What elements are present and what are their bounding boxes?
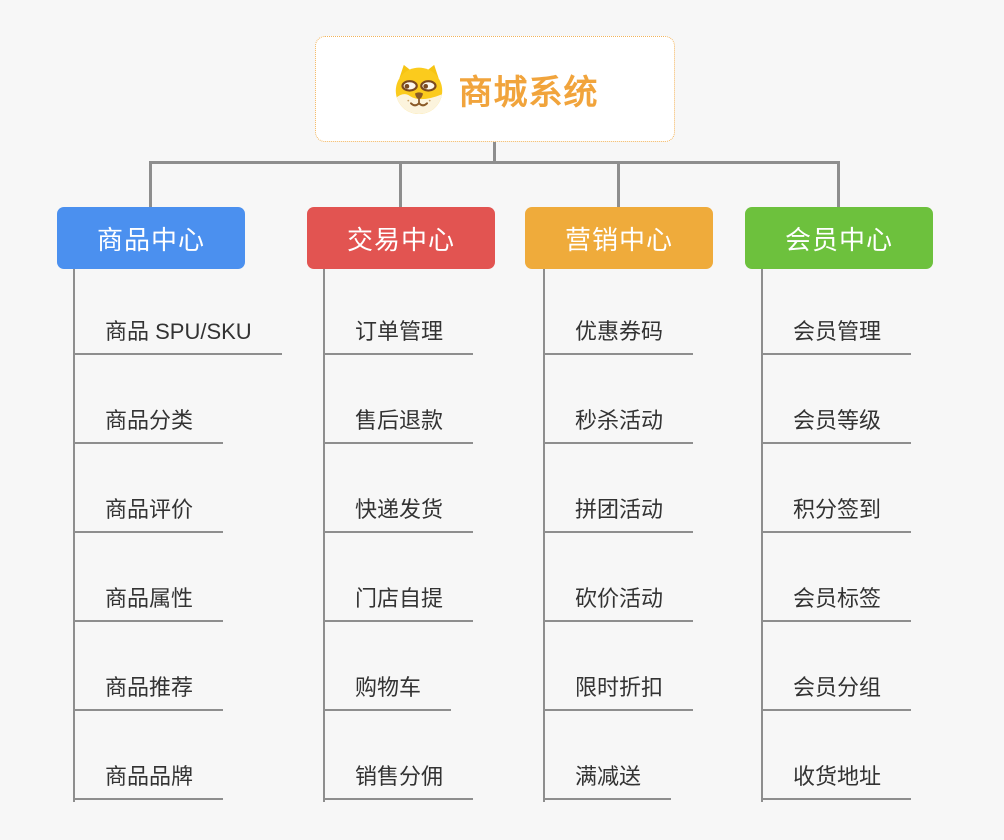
leaf-node[interactable]: 购物车 [323,673,452,711]
leaf-node[interactable]: 快递发货 [323,495,474,533]
leaf-node[interactable]: 商品 SPU/SKU [73,317,282,355]
spine-product-center [73,269,75,802]
leaf-node[interactable]: 拼团活动 [543,495,694,533]
root-node-mall-system[interactable]: 商城系统 [315,36,675,142]
leaf-node[interactable]: 门店自提 [323,584,474,622]
connector-drop-2 [399,163,402,207]
leaf-node[interactable]: 限时折扣 [543,673,694,711]
branch-node-product-center[interactable]: 商品中心 [57,207,245,269]
leaf-node[interactable]: 积分签到 [761,495,912,533]
leaf-node[interactable]: 收货地址 [761,762,912,800]
leaf-node[interactable]: 商品推荐 [73,673,224,711]
leaf-node[interactable]: 优惠券码 [543,317,694,355]
connector-drop-1 [149,163,152,207]
leaf-node[interactable]: 商品属性 [73,584,224,622]
root-title: 商城系统 [458,73,599,112]
spine-trade-center [323,269,325,802]
leaf-node[interactable]: 商品分类 [73,406,224,444]
leaf-node[interactable]: 商品评价 [73,495,224,533]
branch-node-member-center[interactable]: 会员中心 [745,207,933,269]
leaf-node[interactable]: 售后退款 [323,406,474,444]
spine-member-center [761,269,763,802]
connector-root-stub [493,142,496,163]
branch-node-trade-center[interactable]: 交易中心 [307,207,495,269]
leaf-node[interactable]: 商品品牌 [73,762,224,800]
leaf-node[interactable]: 订单管理 [323,317,474,355]
leaf-node[interactable]: 销售分佣 [323,762,474,800]
spine-marketing-center [543,269,545,802]
branch-node-marketing-center[interactable]: 营销中心 [525,207,713,269]
leaf-node[interactable]: 会员管理 [761,317,912,355]
leaf-node[interactable]: 会员等级 [761,406,912,444]
leaf-node[interactable]: 砍价活动 [543,584,694,622]
connector-drop-3 [617,163,620,207]
connector-horizontal-bar [149,161,840,164]
connector-drop-4 [837,163,840,207]
leaf-node[interactable]: 秒杀活动 [543,406,694,444]
leaf-node[interactable]: 会员分组 [761,673,912,711]
leaf-node[interactable]: 会员标签 [761,584,912,622]
dog-face-icon [395,64,442,114]
leaf-node[interactable]: 满减送 [543,762,672,800]
